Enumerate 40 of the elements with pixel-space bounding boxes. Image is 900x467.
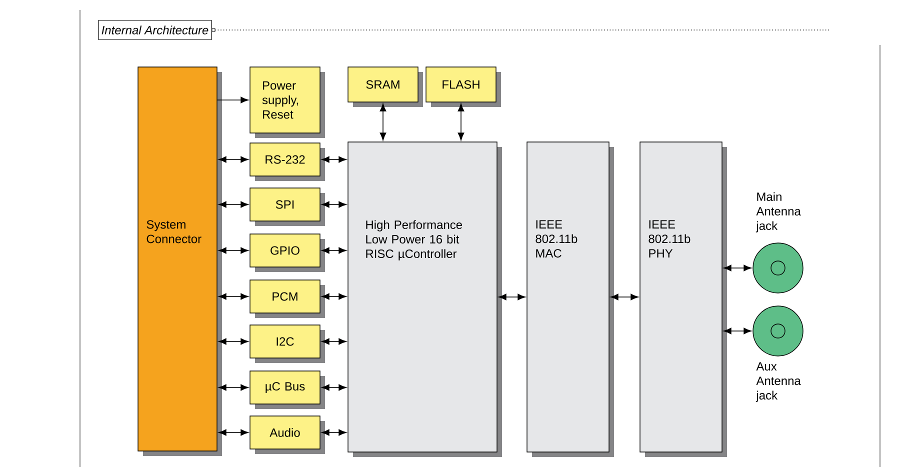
arrow [322, 384, 346, 391]
interface-box: FLASH [426, 66, 501, 107]
arrow [218, 384, 248, 391]
arrow [216, 96, 248, 104]
arrow [218, 293, 248, 300]
interface-box: Power supply, Reset [250, 66, 325, 138]
interface-box: µC Bus [250, 370, 325, 409]
arrow [724, 264, 752, 272]
arrow [322, 338, 346, 345]
arrow [322, 156, 346, 163]
antenna-label: Main Antenna jack [756, 192, 801, 232]
arrow [218, 156, 248, 163]
interface-box: GPIO [250, 234, 325, 272]
arrow [724, 328, 752, 334]
arrow [322, 247, 346, 254]
interface-box: SPI [250, 188, 325, 226]
chip-block: High Performance Low Power 16 bit RISC µController [348, 142, 502, 457]
interface-box: I2C [250, 324, 325, 363]
antenna-label: Aux Antenna jack [756, 362, 801, 402]
chip-block: IEEE 802.11b MAC [526, 142, 614, 457]
arrow [322, 293, 346, 300]
arrow [218, 338, 248, 345]
antenna-jack-icon [752, 242, 804, 294]
interface-box: SRAM [348, 66, 423, 107]
arrow [218, 429, 248, 436]
arrow [322, 429, 346, 436]
arrow [458, 104, 464, 140]
arrow [380, 104, 386, 140]
arrow [218, 247, 248, 254]
connector-block: System Connector [138, 66, 222, 456]
interface-box: Audio [250, 416, 325, 454]
interface-box: PCM [250, 280, 325, 318]
arrow [610, 294, 638, 300]
title-box: Internal Architecture [98, 20, 212, 40]
chip-block: IEEE 802.11b PHY [640, 142, 727, 457]
arrow [218, 201, 248, 208]
interface-box: RS-232 [250, 142, 325, 181]
arrow [322, 201, 346, 208]
antenna-jack-icon [752, 306, 804, 356]
arrow [498, 294, 526, 300]
